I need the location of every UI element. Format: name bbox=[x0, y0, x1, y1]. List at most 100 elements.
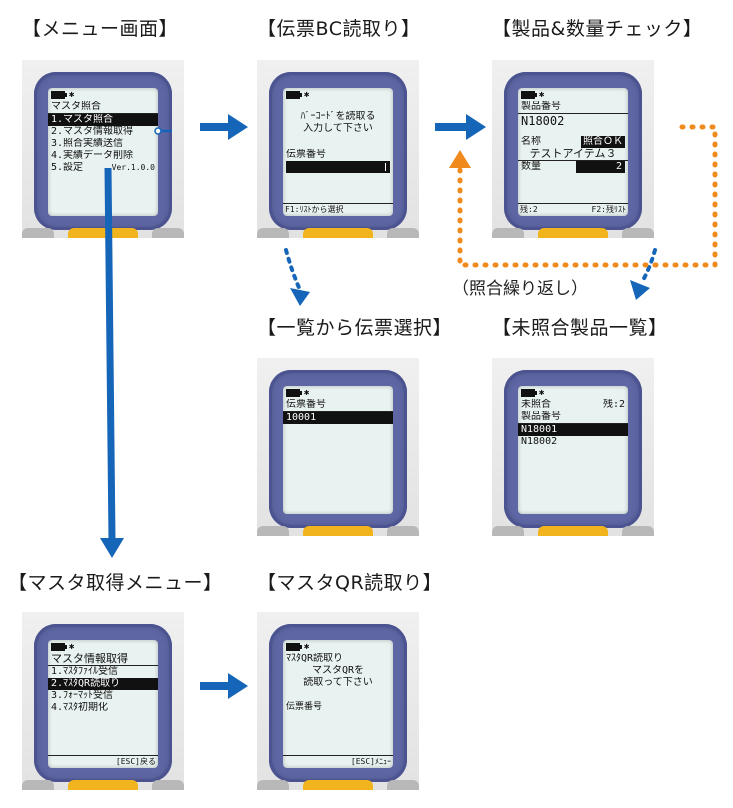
master-menu-item-1[interactable]: 1.ﾏｽﾀﾌｧｲﾙ受信 bbox=[51, 666, 119, 677]
screen-list-select: ✱ 伝票番号 10001 bbox=[283, 386, 393, 514]
status-bar: ✱ bbox=[48, 88, 158, 101]
unmatched-header-row: 未照合 残:2 bbox=[518, 399, 628, 411]
esc-menu[interactable]: [ESC]ﾒﾆｭｰ bbox=[350, 757, 391, 766]
product-number-value: N18002 bbox=[521, 114, 565, 128]
unmatched-item[interactable]: N18001 bbox=[518, 424, 628, 436]
battery-icon bbox=[286, 389, 302, 397]
slip-list-item[interactable]: 10001 bbox=[283, 412, 393, 424]
side-key-left[interactable] bbox=[492, 228, 524, 238]
battery-icon bbox=[286, 91, 302, 99]
master-menu-item-4[interactable]: 4.ﾏｽﾀ初期化 bbox=[51, 702, 109, 713]
device-slip-bc: ✱ ﾊﾞｰｺｰﾄﾞを読取る 入力して下さい 伝票番号 F1:ﾘｽﾄから選択 bbox=[257, 60, 419, 238]
menu-item-4[interactable]: 4.実績データ削除 bbox=[51, 150, 134, 161]
device-menu: ✱ マスタ照合 1.マスタ照合 2.マスタ情報取得 3.照合実績送信 4.実績デ… bbox=[22, 60, 184, 238]
f1-list-select[interactable]: F1:ﾘｽﾄから選択 bbox=[285, 205, 344, 214]
bluetooth-icon: ✱ bbox=[69, 641, 75, 652]
instruction-line-2: 入力して下さい bbox=[303, 123, 373, 134]
status-bar: ✱ bbox=[283, 88, 393, 101]
battery-icon bbox=[521, 91, 537, 99]
title-unmatched: 【未照合製品一覧】 bbox=[492, 317, 668, 339]
menu-item-3[interactable]: 3.照合実績送信 bbox=[51, 138, 124, 149]
trigger-key[interactable] bbox=[68, 228, 138, 238]
qty-row: 数量 2 bbox=[518, 161, 628, 173]
menu-item-5[interactable]: 5.設定 bbox=[51, 162, 84, 173]
version-label: Ver.1.0.0 bbox=[111, 163, 155, 172]
qty-input[interactable]: 2 bbox=[576, 161, 625, 173]
master-menu-header: マスタ情報取得 bbox=[48, 653, 158, 666]
device-bezel: ✱ 伝票番号 10001 bbox=[269, 370, 407, 528]
side-key-left[interactable] bbox=[257, 228, 289, 238]
device-unmatched: ✱ 未照合 残:2 製品番号 N18001 N18002 bbox=[492, 358, 654, 536]
f2-remaining-list[interactable]: F2:残ﾘｽﾄ bbox=[591, 205, 626, 214]
device-bezel: ✱ マスタ照合 1.マスタ照合 2.マスタ情報取得 3.照合実績送信 4.実績デ… bbox=[34, 72, 172, 230]
arrow-menu-to-slip bbox=[200, 114, 248, 140]
status-bar: ✱ bbox=[283, 386, 393, 399]
menu-item-1[interactable]: 1.マスタ照合 bbox=[48, 114, 158, 126]
side-key-right[interactable] bbox=[152, 780, 184, 790]
screen-master-qr: ✱ ﾏｽﾀQR読取り マスタQRを 読取って下さい 伝票番号 [ESC]ﾒﾆｭｰ bbox=[283, 640, 393, 768]
device-product-qty: ✱ 製品番号 N18002 名称 照合ＯＫ テストアイテム３ 数量 2 残:2 … bbox=[492, 60, 654, 238]
status-bar: ✱ bbox=[48, 640, 158, 653]
bluetooth-icon: ✱ bbox=[539, 89, 545, 100]
match-ok-badge: 照合ＯＫ bbox=[581, 136, 625, 148]
master-menu-item-3[interactable]: 3.ﾌｫｰﾏｯﾄ受信 bbox=[51, 690, 114, 701]
status-bar: ✱ bbox=[518, 386, 628, 399]
side-key-right[interactable] bbox=[622, 526, 654, 536]
screen-master-menu: ✱ マスタ情報取得 1.ﾏｽﾀﾌｧｲﾙ受信 2.ﾏｽﾀQR読取り 3.ﾌｫｰﾏｯ… bbox=[48, 640, 158, 768]
unmatched-item[interactable]: N18002 bbox=[521, 436, 558, 447]
slip-number-label: 伝票番号 bbox=[286, 702, 323, 712]
bluetooth-icon: ✱ bbox=[69, 89, 75, 100]
screen-footer: F1:ﾘｽﾄから選択 bbox=[283, 203, 393, 216]
device-bezel: ✱ 製品番号 N18002 名称 照合ＯＫ テストアイテム３ 数量 2 残:2 … bbox=[504, 72, 642, 230]
device-master-qr: ✱ ﾏｽﾀQR読取り マスタQRを 読取って下さい 伝票番号 [ESC]ﾒﾆｭｰ bbox=[257, 612, 419, 790]
side-key-right[interactable] bbox=[622, 228, 654, 238]
trigger-key[interactable] bbox=[303, 228, 373, 238]
unmatched-subheader: 製品番号 bbox=[518, 411, 628, 424]
screen-slip-bc: ✱ ﾊﾞｰｺｰﾄﾞを読取る 入力して下さい 伝票番号 F1:ﾘｽﾄから選択 bbox=[283, 88, 393, 216]
unmatched-header: 未照合 bbox=[521, 399, 551, 410]
side-key-right[interactable] bbox=[152, 228, 184, 238]
slip-number-input[interactable] bbox=[286, 161, 390, 173]
side-key-left[interactable] bbox=[257, 780, 289, 790]
menu-item-2[interactable]: 2.マスタ情報取得 bbox=[51, 126, 134, 137]
arrow-master-to-qr bbox=[200, 673, 248, 699]
side-key-right[interactable] bbox=[387, 228, 419, 238]
name-label: 名称 bbox=[521, 136, 541, 147]
trigger-key[interactable] bbox=[303, 526, 373, 536]
bluetooth-icon: ✱ bbox=[304, 641, 310, 652]
loop-caption: （照合繰り返し） bbox=[452, 279, 588, 299]
battery-icon bbox=[521, 389, 537, 397]
side-key-left[interactable] bbox=[492, 526, 524, 536]
remaining-count: 残:2 bbox=[520, 205, 538, 214]
master-menu-item-2[interactable]: 2.ﾏｽﾀQR読取り bbox=[48, 678, 158, 690]
screen-footer: [ESC]ﾒﾆｭｰ bbox=[283, 755, 393, 768]
side-key-left[interactable] bbox=[22, 780, 54, 790]
battery-icon bbox=[51, 643, 67, 651]
device-bezel: ✱ ﾏｽﾀQR読取り マスタQRを 読取って下さい 伝票番号 [ESC]ﾒﾆｭｰ bbox=[269, 624, 407, 782]
trigger-key[interactable] bbox=[538, 526, 608, 536]
instruction-line-1: ﾊﾞｰｺｰﾄﾞを読取る bbox=[300, 111, 376, 122]
screen-menu: ✱ マスタ照合 1.マスタ照合 2.マスタ情報取得 3.照合実績送信 4.実績デ… bbox=[48, 88, 158, 216]
device-bezel: ✱ 未照合 残:2 製品番号 N18001 N18002 bbox=[504, 370, 642, 528]
side-key-left[interactable] bbox=[257, 526, 289, 536]
item-name-value: テストアイテム３ bbox=[518, 148, 628, 161]
master-qr-header: ﾏｽﾀQR読取り bbox=[286, 653, 344, 664]
trigger-key[interactable] bbox=[68, 780, 138, 790]
title-master-menu: 【マスタ取得メニュー】 bbox=[8, 572, 223, 594]
trigger-key[interactable] bbox=[538, 228, 608, 238]
title-product-qty: 【製品&数量チェック】 bbox=[492, 18, 703, 40]
name-row: 名称 照合ＯＫ bbox=[518, 136, 628, 148]
bluetooth-icon: ✱ bbox=[304, 387, 310, 398]
trigger-key[interactable] bbox=[303, 780, 373, 790]
esc-back[interactable]: [ESC]戻る bbox=[115, 757, 156, 766]
dotted-arrow-product-to-unmatched bbox=[630, 248, 657, 300]
bluetooth-icon: ✱ bbox=[304, 89, 310, 100]
side-key-right[interactable] bbox=[387, 780, 419, 790]
qty-label: 数量 bbox=[521, 161, 541, 172]
dotted-arrow-slip-to-list bbox=[284, 248, 310, 306]
slip-list-header: 伝票番号 bbox=[283, 399, 393, 412]
side-key-right[interactable] bbox=[387, 526, 419, 536]
side-key-left[interactable] bbox=[22, 228, 54, 238]
battery-icon bbox=[51, 91, 67, 99]
device-master-menu: ✱ マスタ情報取得 1.ﾏｽﾀﾌｧｲﾙ受信 2.ﾏｽﾀQR読取り 3.ﾌｫｰﾏｯ… bbox=[22, 612, 184, 790]
